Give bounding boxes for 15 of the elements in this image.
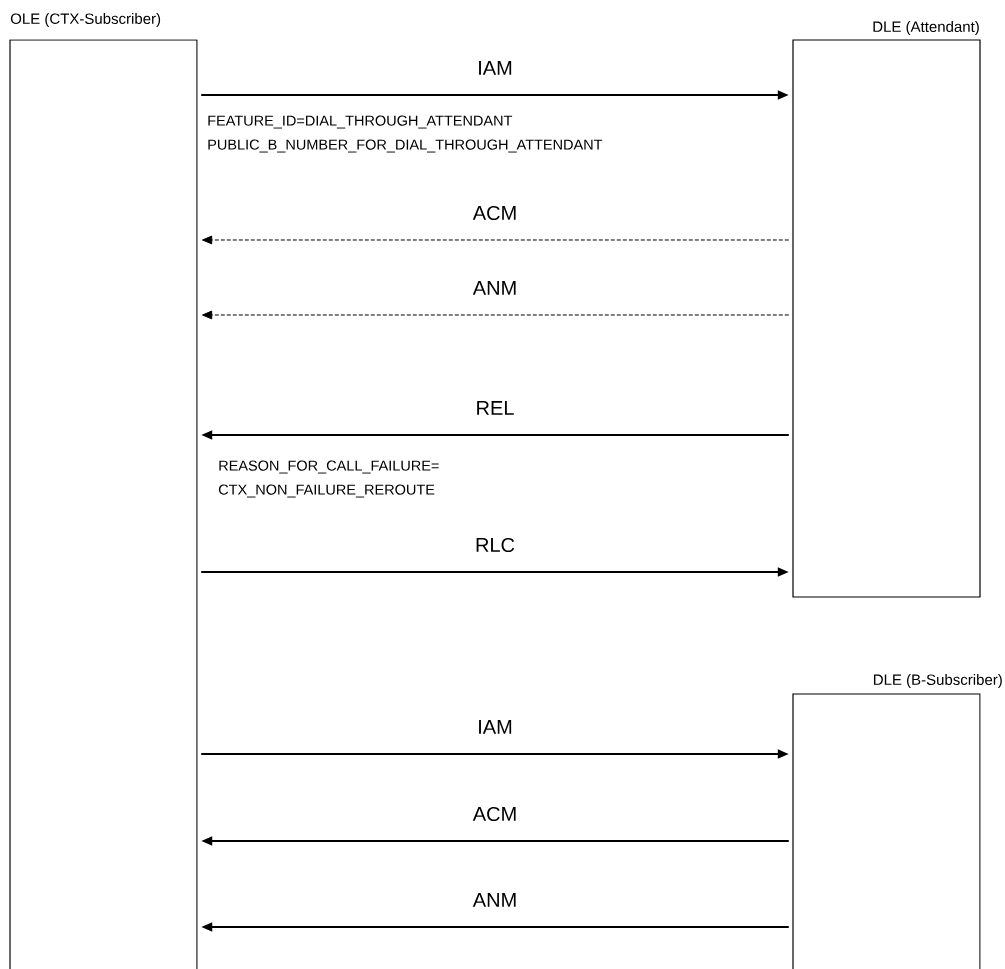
message-label: ACM (471, 805, 519, 823)
message-label: ANM (471, 280, 519, 296)
message-arrow (202, 310, 790, 320)
message-label: ANM (471, 892, 519, 908)
message-label: IAM (476, 60, 514, 76)
message-label: REL (474, 400, 516, 416)
lifeline-box: DLE (B-Subscriber) (792, 674, 1002, 969)
lifeline-box: OLE (CTX-Subscriber) (9, 13, 198, 969)
message-label: ACM (471, 204, 519, 222)
message-label: RLC (474, 536, 516, 554)
node-label: DLE (Attendant) (873, 21, 979, 35)
lifeline-box: DLE (Attendant) (792, 21, 981, 598)
message-label: IAM (476, 719, 514, 735)
parameter-text: REASON_FOR_CALL_FAILURE= CTX_NON_FAILURE_REROUTE (218, 460, 439, 498)
message-arrow (202, 235, 790, 245)
